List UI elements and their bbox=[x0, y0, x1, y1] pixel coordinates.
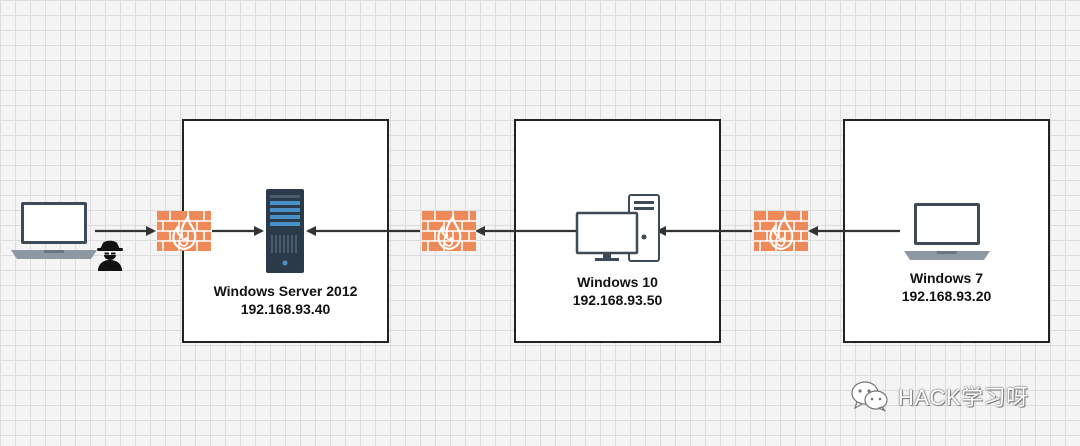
firewall-icon bbox=[420, 209, 478, 253]
hacker-icon bbox=[97, 240, 123, 271]
win10-label: Windows 10 192.168.93.50 bbox=[516, 273, 719, 309]
firewall-icon bbox=[155, 209, 213, 253]
win10-name: Windows 10 bbox=[577, 274, 658, 290]
server-icon bbox=[266, 189, 304, 273]
firewall-icon bbox=[752, 209, 810, 253]
watermark-text: HACK学习呀 bbox=[898, 385, 1029, 410]
desktop-pc-icon bbox=[575, 194, 660, 262]
watermark: HACK学习呀 bbox=[850, 380, 1029, 412]
server-ip: 192.168.93.40 bbox=[240, 301, 331, 317]
win7-label: Windows 7 192.168.93.20 bbox=[845, 269, 1048, 305]
laptop-icon bbox=[904, 203, 990, 260]
laptop-icon bbox=[11, 202, 97, 259]
win7-ip: 192.168.93.20 bbox=[901, 288, 992, 304]
win10-ip: 192.168.93.50 bbox=[572, 292, 663, 308]
win7-name: Windows 7 bbox=[910, 270, 983, 286]
server-name: Windows Server 2012 bbox=[213, 283, 358, 299]
wechat-icon bbox=[851, 381, 888, 412]
server-label: Windows Server 2012 192.168.93.40 bbox=[184, 282, 387, 318]
